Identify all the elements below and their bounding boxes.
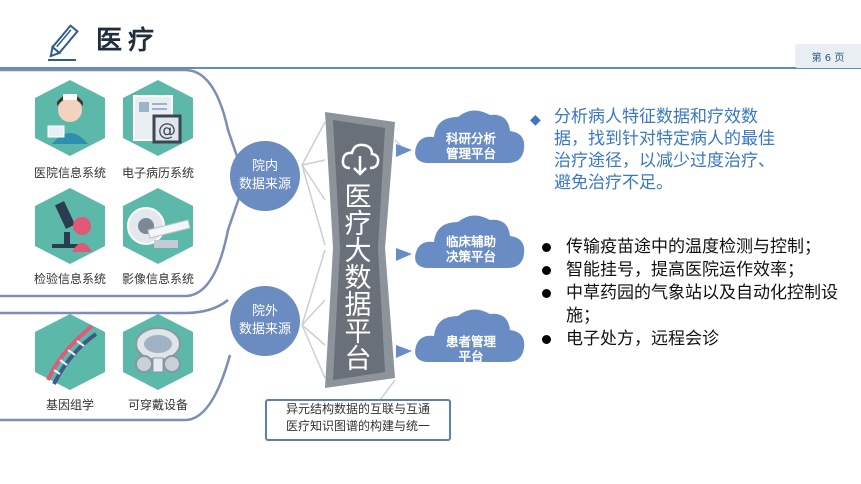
bullet-dot-icon: [542, 289, 551, 298]
cloud-label-line: 临床辅助: [445, 234, 496, 249]
header-divider: [0, 67, 861, 69]
cloud-label-line: 管理平台: [445, 146, 496, 161]
cloud-icon: [415, 110, 525, 163]
list-item: 中草药园的气象站以及自动化控制设施；: [540, 282, 860, 328]
wearable-mask-icon: [123, 314, 193, 390]
source-imaging: 影像信息系统: [118, 186, 198, 291]
source-emr: @ 电子病历系统: [118, 78, 198, 183]
svg-text:@: @: [158, 120, 176, 141]
external-data-source-circle: 院外 数据来源: [230, 286, 300, 356]
bullet-dot-icon: [542, 266, 551, 275]
cloud-clinical-platform: 临床辅助 决策平台: [412, 208, 528, 278]
platform-description-line: 医疗知识图谱的构建与统一: [285, 419, 430, 433]
source-label: 医院信息系统: [33, 166, 106, 180]
cloud-icon: [415, 309, 525, 362]
external-data-source-label: 院外 数据来源: [238, 304, 291, 337]
summary-paragraph: ◆ 分析病人特征数据和疗效数据，找到针对特定病人的最佳治疗途径，以减少过度治疗、…: [530, 106, 790, 194]
cloud-icon: [415, 215, 525, 268]
platform-label-box: 医疗大数据平台: [338, 184, 378, 373]
cloud-label-line: 平台: [458, 349, 484, 364]
cloud-research-platform: 科研分析 管理平台: [412, 103, 528, 173]
page-title: 医疗: [96, 26, 161, 56]
bullet-dot-icon: [542, 335, 551, 344]
platform-description-box: 异元结构数据的互联与互通 医疗知识图谱的构建与统一: [265, 399, 451, 441]
dna-icon: [35, 314, 105, 390]
platform-label: 医疗大数据平台: [344, 182, 372, 375]
bullet-dot-icon: [542, 243, 551, 252]
list-item-text: 电子处方，远程会诊: [566, 329, 719, 349]
list-item: 智能挂号，提高医院运作效率；: [540, 259, 860, 282]
platform-description-line: 异元结构数据的互联与互通: [285, 402, 430, 416]
source-label: 检验信息系统: [33, 272, 106, 286]
cloud-patient-platform: 患者管理 平台: [412, 302, 528, 372]
list-item-text: 传输疫苗途中的温度检测与控制；: [566, 237, 821, 257]
source-lab-info: 检验信息系统: [30, 186, 110, 291]
source-label: 电子病历系统: [121, 166, 194, 180]
list-item-text: 智能挂号，提高医院运作效率；: [566, 260, 804, 280]
ct-scanner-icon: [123, 188, 193, 264]
cloud-upload-icon: [340, 140, 380, 176]
source-label: 基因组学: [45, 398, 94, 412]
internal-data-source-label: 院内 数据来源: [238, 159, 291, 192]
internal-data-source-circle: 院内 数据来源: [230, 141, 300, 211]
source-wearable: 可穿戴设备: [118, 312, 198, 417]
source-label: 影像信息系统: [121, 272, 194, 286]
medical-record-icon: @: [123, 80, 193, 156]
list-item: 传输疫苗途中的温度检测与控制；: [540, 236, 860, 259]
microscope-icon: [35, 188, 105, 264]
application-bullet-list: 传输疫苗途中的温度检测与控制； 智能挂号，提高医院运作效率； 中草药园的气象站以…: [540, 236, 860, 351]
cloud-label-line: 决策平台: [445, 249, 496, 264]
summary-text: 分析病人特征数据和疗效数据，找到针对特定病人的最佳治疗途径，以减少过度治疗、避免…: [554, 107, 775, 193]
nurse-icon: [35, 80, 105, 156]
pencil-icon: [42, 22, 82, 62]
cloud-label-line: 科研分析: [445, 131, 496, 146]
cloud-label-line: 患者管理: [445, 334, 496, 349]
list-item: 电子处方，远程会诊: [540, 328, 860, 351]
list-item-text: 中草药园的气象站以及自动化控制设施；: [566, 283, 838, 326]
page-number-badge: 第 6 页: [795, 44, 861, 68]
source-label: 可穿戴设备: [127, 398, 188, 412]
diamond-icon: ◆: [530, 112, 541, 128]
source-genomics: 基因组学: [30, 312, 110, 417]
source-hospital-info: 医院信息系统: [30, 78, 110, 183]
